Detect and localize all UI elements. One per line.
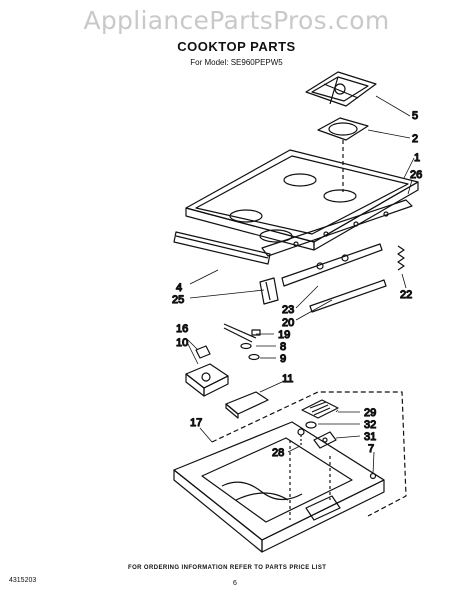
- ordering-note: FOR ORDERING INFORMATION REFER TO PARTS …: [128, 565, 327, 571]
- callout-20: 20: [282, 317, 294, 329]
- callout-1: 1: [414, 152, 420, 164]
- valve-body: [185, 363, 269, 419]
- model-label: For Model: SE960PEPW5: [190, 58, 283, 67]
- callout-5: 5: [412, 110, 418, 122]
- igniter-clip: [305, 421, 317, 429]
- document-part-number: 4315203: [9, 577, 37, 584]
- callout-7: 7: [368, 443, 374, 455]
- watermark: AppliancePartsPros.com: [83, 6, 390, 35]
- mounting-bracket: [259, 277, 279, 305]
- callout-11: 11: [282, 373, 293, 385]
- page-number: 6: [233, 580, 237, 587]
- burner-ring: [317, 117, 369, 192]
- callout-16: 16: [176, 323, 188, 335]
- callout-4: 4: [176, 282, 182, 294]
- screw: [297, 428, 305, 446]
- callout-17: 17: [190, 417, 202, 429]
- callout-23: 23: [282, 304, 294, 316]
- burner-box: [173, 421, 385, 553]
- callout-28: 28: [272, 447, 284, 459]
- screw: [369, 472, 377, 480]
- callout-9: 9: [280, 353, 286, 365]
- callout-31: 31: [364, 431, 376, 443]
- callout-25: 25: [172, 294, 184, 306]
- cooktop-main: [185, 149, 419, 251]
- rear-brace: [281, 243, 387, 313]
- callout-2: 2: [412, 133, 418, 145]
- callout-8: 8: [280, 341, 286, 353]
- callout-29: 29: [364, 407, 376, 419]
- burner-grate: [305, 71, 377, 107]
- callout-22: 22: [400, 289, 412, 301]
- callout-19: 19: [278, 329, 290, 341]
- burner-box-outline: [211, 391, 407, 517]
- front-trim: [173, 231, 271, 265]
- retainer-clip: [195, 345, 211, 359]
- igniter-block: [301, 399, 339, 419]
- electrode-assembly: [223, 323, 261, 361]
- page-title: COOKTOP PARTS: [177, 39, 296, 54]
- callout-10: 10: [176, 337, 188, 349]
- hinge-spring: [397, 245, 405, 271]
- side-trim: [261, 199, 413, 257]
- callout-32: 32: [364, 419, 376, 431]
- leader-lines: [187, 95, 415, 475]
- callout-26: 26: [410, 169, 422, 181]
- igniter-bracket: [313, 431, 337, 449]
